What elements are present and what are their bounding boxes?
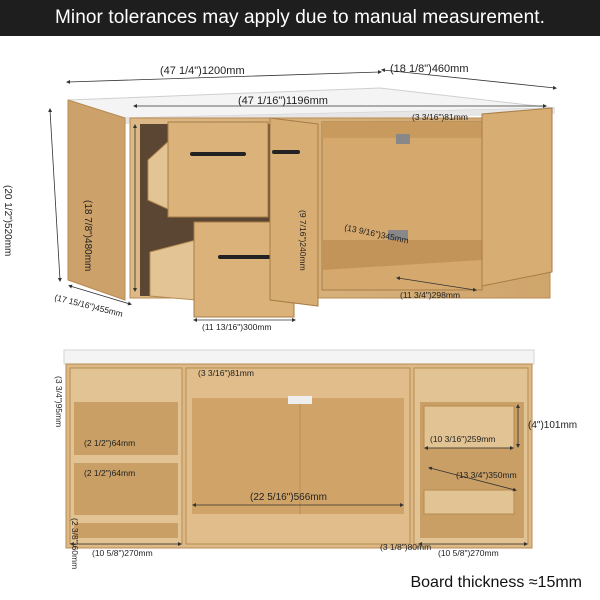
dim-body-height: (18 7/8")480mm (82, 200, 93, 271)
dim-top-rail-center: (3 3/16")81mm (198, 368, 254, 378)
dim-left-width: (10 5/8")270mm (92, 548, 153, 558)
dim-depth: (18 1/8")460mm (390, 63, 469, 75)
hinge-bracket (388, 230, 408, 240)
back-left-bottom (74, 515, 178, 523)
dim-depth-line (381, 68, 557, 90)
dim-door-height: (9 7/16")240mm (298, 210, 308, 271)
left-door-open (269, 117, 319, 307)
notice-banner: Minor tolerances may apply due to manual… (0, 0, 600, 36)
interior-shelf (322, 240, 482, 270)
drawer-top (167, 121, 269, 218)
dim-shelf-gap-1: (2 1/2")64mm (84, 438, 135, 448)
dim-small-gap: (3 1/8")80mm (380, 542, 431, 552)
dim-drawer-depth-line (428, 466, 517, 492)
dim-right-width: (10 5/8")270mm (438, 548, 499, 558)
dim-side-depth-line (68, 284, 132, 306)
dim-total-height-line (48, 108, 62, 282)
dim-total-width-line (66, 70, 382, 84)
drawer-bottom-handle (218, 255, 274, 259)
drawer-top-handle (190, 152, 246, 156)
dim-drawer-depth: (13 3/4")350mm (456, 470, 517, 480)
board-thickness-note: Board thickness ≈15mm (410, 574, 582, 591)
back-countertop (63, 349, 535, 365)
hinge-top (396, 134, 410, 144)
left-side-panel (67, 99, 126, 301)
back-view: (3 3/4")95mm (3 3/16")81mm (2 1/2")64mm … (54, 349, 577, 569)
back-left-shelf (74, 455, 178, 463)
dim-center-width: (22 5/16")566mm (250, 492, 327, 503)
back-center-cavity (192, 398, 404, 514)
door-handle (272, 150, 300, 154)
back-right-drawer-top (423, 405, 515, 449)
dim-top-rail: (3 3/16")81mm (412, 112, 468, 122)
back-right-drawer-bottom (423, 489, 515, 515)
dim-drawer-inner: (10 3/16")259mm (430, 434, 495, 444)
top-rail (322, 122, 482, 138)
back-center-bottom (192, 514, 404, 540)
drain-opening (288, 396, 312, 404)
dim-drawer-height: (4")101mm (528, 420, 577, 431)
front-view: (47 1/4")1200mm (18 1/8")460mm (47 1/16"… (2, 63, 557, 332)
dim-door-width-line (396, 276, 477, 292)
dim-total-width: (47 1/4")1200mm (160, 65, 245, 77)
right-door-open (481, 107, 553, 287)
dim-top-rail-left: (3 3/4")95mm (54, 376, 64, 427)
dim-door-width: (11 3/4")298mm (400, 290, 460, 300)
notice-text: Minor tolerances may apply due to manual… (54, 7, 546, 28)
dim-shelf-gap-2: (2 1/2")64mm (84, 468, 135, 478)
dim-total-height: (20 1/2")520mm (2, 185, 13, 256)
dim-inner-width: (47 1/16")1196mm (238, 95, 328, 107)
dim-drawer-width: (11 13/16")300mm (202, 322, 271, 332)
